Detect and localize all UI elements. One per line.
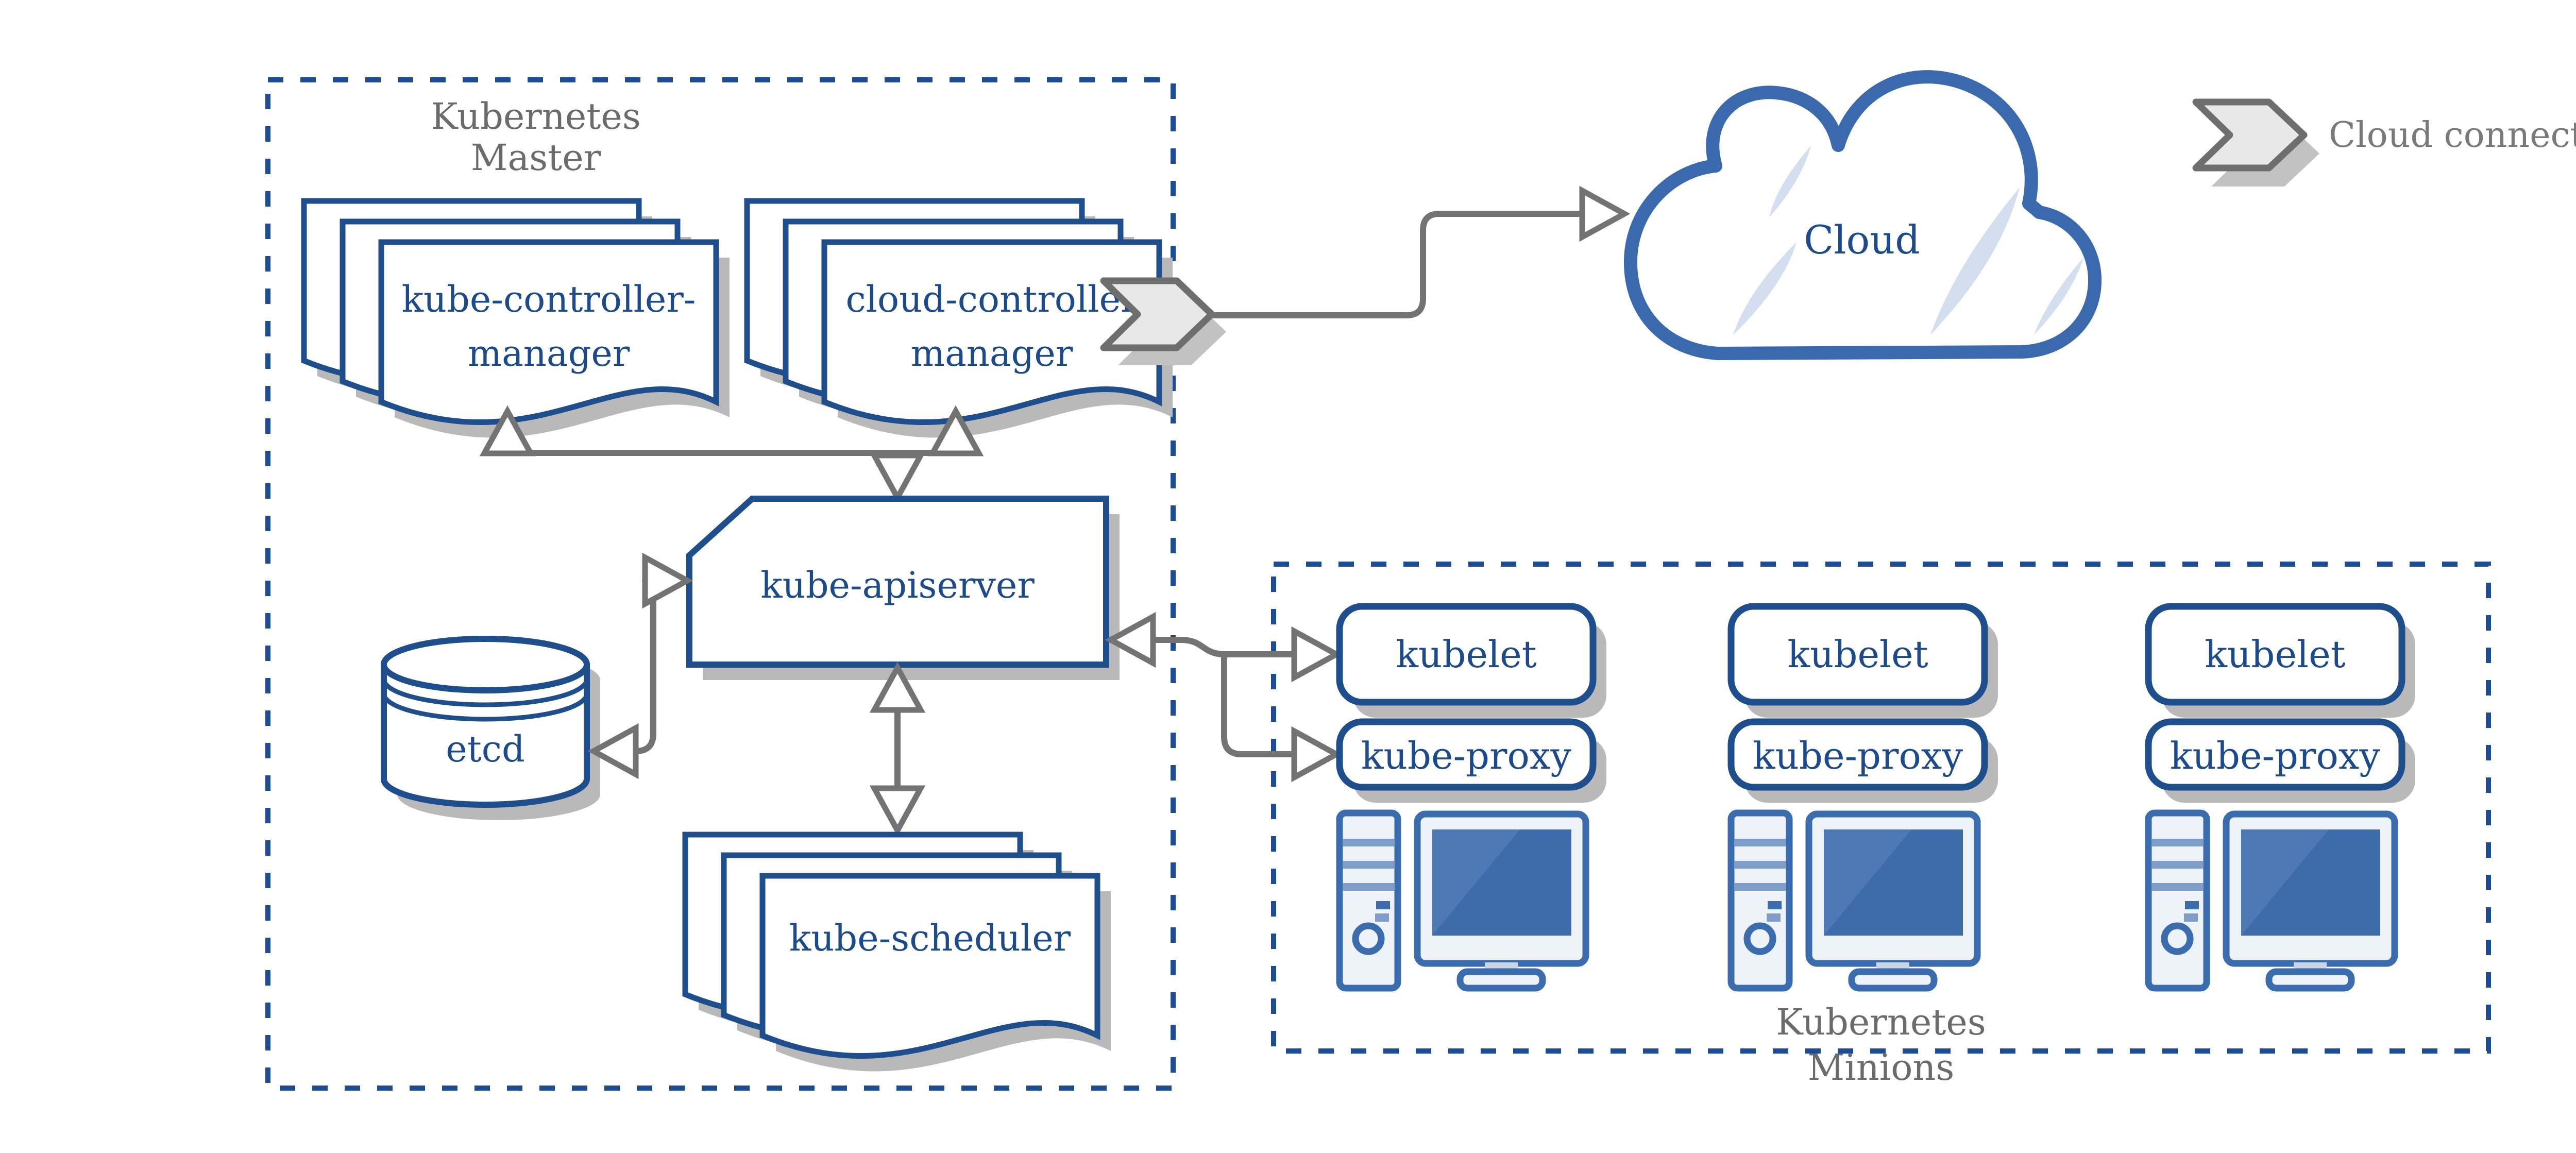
- cloud-label: Cloud: [1804, 217, 1920, 263]
- arrowhead-into-kubelet: [1291, 626, 1343, 683]
- node-kube-apiserver: kube-apiserver: [686, 496, 1120, 680]
- minions-title-line2: Minions: [1808, 1046, 1955, 1089]
- arrowhead-into-etcd: [587, 723, 639, 779]
- minions-group-box: [1271, 562, 2491, 1054]
- node-cloud-controller-manager: cloud-controller manager: [744, 198, 1173, 438]
- arrowhead-into-cloud: [1579, 185, 1631, 242]
- kubelet-2-label: kubelet: [1787, 633, 1928, 676]
- minions-title-line1: Kubernetes: [1776, 1001, 1986, 1043]
- kube-proxy-2-label: kube-proxy: [1753, 734, 1963, 777]
- node-kubelet-1: [1336, 603, 1597, 706]
- cloud-connector-chevron-icon: [1100, 277, 1226, 365]
- node-kube-proxy-1: [1336, 718, 1597, 791]
- cloud-highlight-4: [2034, 258, 2083, 335]
- arrowhead-into-kube-scheduler: [869, 785, 926, 837]
- node-kube-proxy-2: [1727, 718, 1988, 791]
- cloud-highlight-1: [1769, 146, 1811, 217]
- node-kubelet-3: [2145, 603, 2405, 706]
- arrowhead-into-apiserver-bottom: [869, 662, 926, 713]
- computer-icon-3: [2145, 809, 2398, 992]
- legend-chevron-icon: [2192, 98, 2308, 172]
- node-kube-controller-manager: kube-controller- manager: [301, 198, 730, 438]
- cloud-shape: Cloud: [1623, 70, 2102, 360]
- arrowhead-into-apiserver-top: [869, 452, 926, 504]
- cloud-controller-manager-label-line1: cloud-controller: [845, 278, 1138, 320]
- node-kubelet-2: [1727, 603, 1988, 706]
- legend-label: Cloud connector: [2329, 115, 2576, 156]
- arrowhead-into-kube-proxy: [1291, 726, 1343, 783]
- kube-scheduler-label: kube-scheduler: [789, 917, 1071, 959]
- kube-proxy-1-label: kube-proxy: [1361, 734, 1571, 777]
- arrowhead-into-kube-controller-manager: [479, 405, 536, 456]
- arrowhead-into-cloud-controller-manager: [927, 405, 984, 456]
- minion-node-2: kubelet kube-proxy: [1727, 603, 1998, 992]
- wire-apiserver-kube-proxy: [1221, 651, 1298, 757]
- master-title-line1: Kubernetes: [431, 95, 641, 138]
- cloud-highlight-2: [1733, 242, 1797, 335]
- legend-cloud-connector: Cloud connector: [2192, 98, 2576, 186]
- kube-proxy-3-label: kube-proxy: [2170, 734, 2380, 777]
- kube-controller-manager-label-line2: manager: [468, 332, 630, 375]
- node-kube-proxy-3: [2145, 718, 2405, 791]
- computer-icon-2: [1727, 809, 1981, 992]
- kubelet-1-label: kubelet: [1396, 633, 1536, 676]
- master-title-line2: Master: [471, 137, 601, 179]
- kube-controller-manager-label-line1: kube-controller-: [402, 278, 696, 320]
- database-icon: [381, 636, 590, 693]
- node-kube-scheduler: kube-scheduler: [682, 832, 1111, 1072]
- wire-cloud-connector: [1209, 211, 1586, 318]
- cloud-highlight-3: [1930, 188, 2020, 335]
- arrowhead-into-apiserver-left: [642, 552, 693, 609]
- wire-apiserver-etcd: [633, 578, 656, 754]
- minion-node-1: kubelet kube-proxy: [1336, 603, 1606, 992]
- master-group-box: [265, 77, 1176, 1091]
- cloud-controller-manager-label-line2: manager: [911, 332, 1073, 375]
- node-etcd: etcd: [381, 636, 600, 820]
- minion-node-3: kubelet kube-proxy: [2145, 603, 2415, 992]
- kubelet-3-label: kubelet: [2205, 633, 2345, 676]
- arrowhead-into-apiserver-right: [1105, 612, 1156, 668]
- etcd-label: etcd: [446, 728, 525, 770]
- kube-apiserver-label: kube-apiserver: [760, 564, 1035, 606]
- computer-icon-1: [1336, 809, 1589, 992]
